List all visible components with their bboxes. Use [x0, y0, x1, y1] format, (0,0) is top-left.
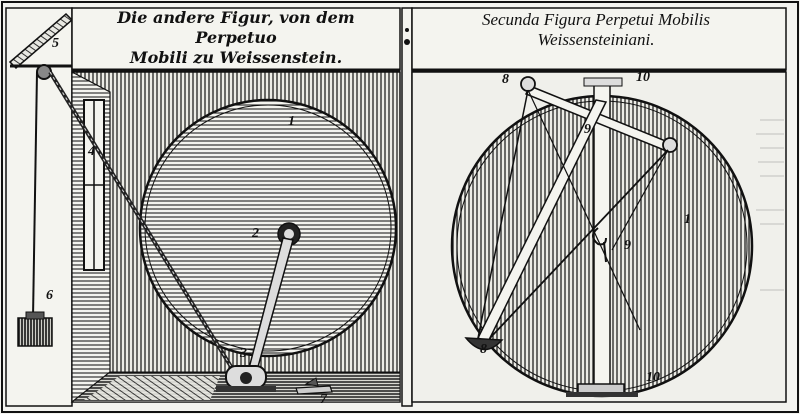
hook: [592, 227, 607, 246]
weight-8: [464, 337, 504, 351]
caption-right-line-2: Weissensteiniani.: [537, 30, 655, 49]
weight-rope: [32, 71, 38, 319]
label-2: 2: [252, 226, 259, 241]
caption-right-line-1: Secunda Figura Perpetui Mobilis: [481, 10, 711, 29]
label-1-right: 1: [684, 212, 691, 227]
label-8-top: 8: [502, 72, 509, 87]
pulley-wheel: [36, 64, 52, 80]
caption-left-line-1: Die andere Figur, von dem Perpetuo: [117, 8, 355, 47]
label-8-bottom: 8: [480, 342, 487, 357]
caption-left: Die andere Figur, von dem Perpetuo Mobil…: [86, 8, 386, 68]
label-10-top: 10: [636, 70, 650, 85]
great-wheel-1: [138, 98, 398, 358]
drive-rope-4: [48, 70, 240, 380]
label-1-left: 1: [288, 114, 295, 129]
label-9-lower: 9: [624, 238, 631, 253]
left-figure: [5, 7, 401, 407]
caption-right: Secunda Figura Perpetui Mobilis Weissens…: [416, 10, 776, 50]
label-7: 7: [320, 392, 327, 407]
label-4: 4: [88, 144, 95, 159]
label-6: 6: [46, 288, 53, 303]
label-10-bottom: 10: [646, 370, 660, 385]
lever-7: [295, 385, 333, 395]
right-figure: [411, 7, 787, 403]
caption-left-line-2: Mobili zu Weissenstein.: [129, 48, 343, 67]
weight-6: [17, 317, 53, 347]
label-3: 3: [240, 346, 247, 361]
label-5: 5: [52, 36, 59, 51]
label-9-upper: 9: [584, 122, 591, 137]
